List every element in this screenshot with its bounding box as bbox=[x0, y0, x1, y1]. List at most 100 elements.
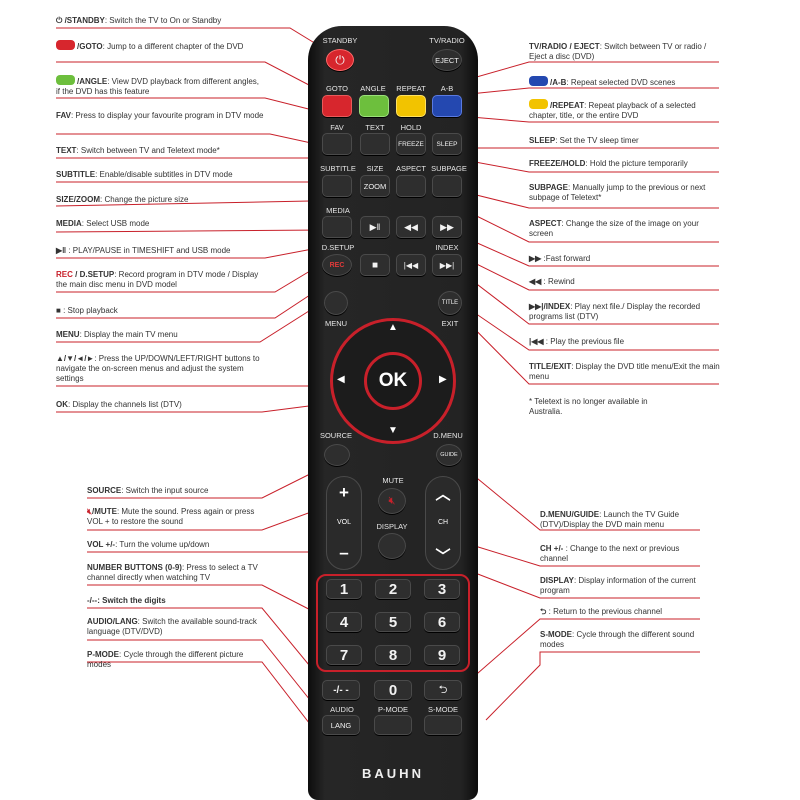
leader-line-fav bbox=[56, 133, 326, 147]
ch-label: CH bbox=[437, 519, 449, 526]
green-swatch bbox=[56, 75, 75, 85]
lang-button[interactable]: LANG bbox=[322, 715, 360, 735]
goto-label: GOTO bbox=[326, 84, 348, 93]
standby-button[interactable]: ⏻ bbox=[326, 49, 354, 71]
mute-icon: 🔇︎ bbox=[388, 494, 396, 507]
callout-ab: /A-B: Repeat selected DVD scenes bbox=[529, 76, 721, 88]
volume-up-icon[interactable]: + bbox=[339, 483, 349, 502]
smode-button[interactable] bbox=[424, 715, 462, 735]
callout-prev: |◀◀ : Play the previous file bbox=[529, 337, 625, 346]
mute-label: MUTE bbox=[382, 476, 404, 485]
left-arrow-icon[interactable]: ◀ bbox=[337, 374, 345, 385]
callout-subtitle: SUBTITLE: Enable/disable subtitles in DT… bbox=[56, 170, 233, 179]
standby-label: STANDBY bbox=[322, 36, 358, 45]
channel-down-icon[interactable]: ﹀ bbox=[435, 548, 451, 565]
number-1-button[interactable]: 1 bbox=[326, 579, 362, 599]
return-icon: ⮌ bbox=[540, 607, 547, 616]
callout-tvradio: TV/RADIO / EJECT: Switch between TV or r… bbox=[529, 42, 707, 61]
pmode-button[interactable] bbox=[374, 715, 412, 735]
number-6-button[interactable]: 6 bbox=[424, 612, 460, 632]
media-button[interactable] bbox=[322, 216, 352, 238]
digit-switch-button[interactable]: -/- - bbox=[322, 680, 360, 700]
fast-forward-button[interactable]: ▶▶ bbox=[432, 216, 462, 238]
callout-stop: ■ : Stop playback bbox=[56, 306, 118, 315]
callout-ch: CH +/- : Change to the next or previous … bbox=[540, 544, 680, 563]
fav-button[interactable] bbox=[322, 133, 352, 155]
sleep-button[interactable]: SLEEP bbox=[432, 133, 462, 155]
subtitle-button[interactable] bbox=[322, 175, 352, 197]
callout-arrows: ▲/▼/◄/►: Press the UP/DOWN/LEFT/RIGHT bu… bbox=[56, 354, 260, 383]
subpage-button[interactable] bbox=[432, 175, 462, 197]
ok-button[interactable]: OK bbox=[364, 352, 422, 410]
menu-button[interactable] bbox=[324, 291, 348, 315]
angle-button[interactable] bbox=[359, 95, 389, 117]
leader-line-dash bbox=[87, 607, 329, 689]
stop-button[interactable]: ■ bbox=[360, 254, 390, 276]
stop-icon: ■ bbox=[56, 306, 61, 315]
repeat-button[interactable] bbox=[396, 95, 426, 117]
callout-mute: 🔇︎/MUTE: Mute the sound. Press again or … bbox=[87, 507, 255, 526]
number-4-button[interactable]: 4 bbox=[326, 612, 362, 632]
aspect-button[interactable] bbox=[396, 175, 426, 197]
display-button[interactable] bbox=[378, 533, 406, 559]
rewind-icon: ◀◀ bbox=[404, 221, 418, 232]
callout-ok: OK: Display the channels list (DTV) bbox=[56, 400, 182, 409]
callout-audio-lang: AUDIO/LANG: Switch the available sound-t… bbox=[87, 617, 257, 636]
goto-button[interactable] bbox=[322, 95, 352, 117]
leader-line-audio bbox=[87, 639, 331, 726]
size-label: SIZE bbox=[366, 164, 384, 173]
subtitle-label: SUBTITLE bbox=[320, 164, 356, 173]
blue-swatch bbox=[529, 76, 548, 86]
leader-line-number bbox=[87, 584, 331, 621]
down-arrow-icon[interactable]: ▼ bbox=[388, 425, 398, 436]
stop-icon: ■ bbox=[371, 259, 379, 271]
display-label: DISPLAY bbox=[376, 522, 408, 531]
callout-source: SOURCE: Switch the input source bbox=[87, 486, 209, 495]
dmenu-label: D.MENU bbox=[433, 431, 463, 440]
channel-up-icon[interactable]: ︿ bbox=[435, 486, 451, 503]
volume-rocker[interactable]: + VOL – bbox=[326, 476, 362, 570]
hold-label: HOLD bbox=[400, 123, 422, 132]
rec-button[interactable]: REC bbox=[322, 254, 352, 276]
number-9-button[interactable]: 9 bbox=[424, 645, 460, 665]
remote-control: STANDBY ⏻ TV/RADIO EJECT GOTO ANGLE REPE… bbox=[308, 26, 478, 800]
channel-rocker[interactable]: ︿ CH ﹀ bbox=[425, 476, 461, 570]
guide-button[interactable]: GUIDE bbox=[436, 444, 462, 466]
number-2-button[interactable]: 2 bbox=[375, 579, 411, 599]
fast-forward-icon: ▶▶ bbox=[440, 221, 454, 232]
angle-label: ANGLE bbox=[360, 84, 386, 93]
eject-button[interactable]: EJECT bbox=[432, 49, 462, 71]
callout-dmenu-guide: D.MENU/GUIDE: Launch the TV Guide (DTV)/… bbox=[540, 510, 680, 529]
number-7-button[interactable]: 7 bbox=[326, 645, 362, 665]
vol-label: VOL bbox=[336, 519, 351, 526]
rewind-button[interactable]: ◀◀ bbox=[396, 216, 426, 238]
leader-line-smode bbox=[485, 651, 700, 721]
return-button[interactable]: ⮌ bbox=[424, 680, 462, 700]
freeze-button[interactable]: FREEZE bbox=[396, 133, 426, 155]
callout-media: MEDIA: Select USB mode bbox=[56, 219, 150, 228]
number-5-button[interactable]: 5 bbox=[375, 612, 411, 632]
leader-line-media bbox=[55, 229, 326, 233]
return-icon: ⮌ bbox=[438, 683, 448, 696]
previous-button[interactable]: |◀◀ bbox=[396, 254, 426, 276]
ab-button[interactable] bbox=[432, 95, 462, 117]
callout-aspect: ASPECT: Change the size of the image on … bbox=[529, 219, 699, 238]
zoom-button[interactable]: ZOOM bbox=[360, 175, 390, 197]
volume-down-icon[interactable]: – bbox=[339, 543, 349, 562]
next-button[interactable]: ▶▶| bbox=[432, 254, 462, 276]
dsetup-label: D.SETUP bbox=[321, 243, 355, 252]
right-arrow-icon[interactable]: ▶ bbox=[439, 374, 447, 385]
number-0-button[interactable]: 0 bbox=[374, 680, 412, 700]
up-arrow-icon[interactable]: ▲ bbox=[388, 322, 398, 333]
mute-button[interactable]: 🔇︎ bbox=[378, 488, 406, 514]
number-pad bbox=[316, 574, 470, 672]
leader-line-source bbox=[87, 464, 329, 499]
callout-freeze: FREEZE/HOLD: Hold the picture temporaril… bbox=[529, 159, 688, 168]
number-8-button[interactable]: 8 bbox=[375, 645, 411, 665]
text-button[interactable] bbox=[360, 133, 390, 155]
title-button[interactable]: TITLE bbox=[438, 291, 462, 315]
play-pause-button[interactable]: ▶‖ bbox=[360, 216, 390, 238]
rewind-icon: ◀◀ bbox=[529, 277, 542, 286]
number-3-button[interactable]: 3 bbox=[424, 579, 460, 599]
source-button[interactable] bbox=[324, 444, 350, 466]
